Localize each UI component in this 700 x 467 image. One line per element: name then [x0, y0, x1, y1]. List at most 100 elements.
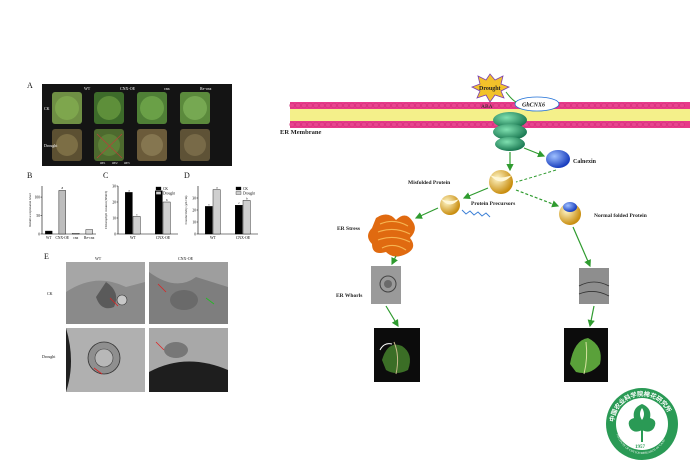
lipid-head [427, 121, 433, 128]
legend-label: CK [163, 187, 168, 191]
x-tick-label: CNX-OE [156, 236, 171, 240]
lipid-head [391, 121, 397, 128]
lipid-head [409, 102, 415, 109]
lipid-head [475, 102, 481, 109]
plant-label-oe3: OE3 [124, 161, 130, 165]
lipid-head [625, 102, 631, 109]
lipid-head [313, 121, 319, 128]
gene-oval [514, 96, 560, 112]
lipid-head [571, 102, 577, 109]
protein-precursor-cup [489, 170, 513, 194]
lipid-head [493, 102, 499, 109]
y-tick-label: 50 [36, 214, 40, 218]
lipid-head [601, 121, 607, 128]
lipid-head [649, 102, 655, 109]
institute-logo: 中国农业科学院棉花研究所 INSTITUTE OF COTTON RESEARC… [606, 388, 678, 460]
panel-c-letter: C [103, 171, 109, 180]
bar-wt [45, 230, 53, 235]
lipid-head [331, 121, 337, 128]
bar-drought-cnx-oe [242, 200, 251, 235]
row-label-ck: CK [44, 106, 50, 111]
lipid-head [673, 121, 679, 128]
bar-ck-wt [125, 192, 133, 235]
lipid-head [661, 102, 667, 109]
y-tick-label: 20 [112, 200, 116, 204]
logo-year: 1957 [635, 445, 646, 450]
lipid-head [583, 102, 589, 109]
bar-re-cnx [85, 229, 93, 235]
lipid-head [649, 121, 655, 128]
lipid-head [529, 121, 535, 128]
bar-ck-wt [205, 206, 213, 235]
bar-cnx [72, 233, 80, 235]
lipid-head [481, 102, 487, 109]
lipid-head [673, 102, 679, 109]
lipid-head [637, 102, 643, 109]
lipid-head [655, 102, 661, 109]
lipid-head [445, 102, 451, 109]
lipid-head [667, 121, 673, 128]
drought-to-gene-arrow [505, 91, 517, 103]
lipid-head [301, 121, 307, 128]
lipid-head [463, 121, 469, 128]
sig-letter: c [238, 201, 240, 205]
lipid-head [475, 121, 481, 128]
lipid-head [559, 102, 565, 109]
legend-label: Drought [243, 191, 255, 195]
sig-letter: c [208, 202, 210, 206]
lipid-head [583, 121, 589, 128]
plant-photo-grid: WT CNX-OE cnx Re-cnx CK Drought OE1 OE2 … [42, 84, 232, 166]
lipid-head [379, 102, 385, 109]
lipid-head [601, 102, 607, 109]
lipid-head [487, 102, 493, 109]
tem-col-cnx-oe: CNX-OE [178, 256, 194, 261]
lipid-head [313, 102, 319, 109]
tem-col-wt: WT [95, 256, 102, 261]
lipid-head [487, 121, 493, 128]
lipid-head [445, 121, 451, 128]
lipid-head [367, 102, 373, 109]
lipid-head [385, 121, 391, 128]
lipid-head [301, 102, 307, 109]
bar-chart-c: Chlorophyll content (SPAD)0102030acWTabC… [104, 184, 178, 240]
er-pathway-diagram: ER Membrane Drought ABA GhCNX6 Calnexin … [280, 73, 690, 382]
lipid-head [637, 121, 643, 128]
col-label-cnx: cnx [164, 86, 170, 91]
lipid-head [403, 121, 409, 128]
lipid-head [331, 102, 337, 109]
col-label-cnx-oe: CNX-OE [120, 86, 136, 91]
lipid-head [307, 121, 313, 128]
legend-swatch [235, 186, 242, 191]
bar-drought-wt [212, 189, 221, 235]
lipid-head [619, 102, 625, 109]
lipid-head [571, 121, 577, 128]
plant-photo-svg: WT CNX-OE cnx Re-cnx CK Drought OE1 OE2 … [42, 84, 232, 166]
er-stress-organelle [368, 214, 415, 257]
lipid-head [337, 102, 343, 109]
y-tick-label: 0 [38, 232, 40, 236]
sig-letter: b [166, 198, 168, 202]
lipid-head [289, 121, 295, 128]
lipid-head [355, 102, 361, 109]
normal-er-tem [578, 268, 610, 304]
y-tick-label: 10 [192, 220, 196, 224]
y-axis-label: Conductivity (μS/cm) [184, 196, 188, 225]
lipid-head [337, 121, 343, 128]
lipid-head [307, 102, 313, 109]
lipid-head [415, 102, 421, 109]
normal-label: Normal folded Protein [594, 213, 647, 219]
lipid-head [577, 121, 583, 128]
lipid-head [589, 102, 595, 109]
lipid-head [421, 121, 427, 128]
lipid-head [415, 121, 421, 128]
plant-label-oe1: OE1 [100, 161, 106, 165]
lipid-head [409, 121, 415, 128]
lipid-head [379, 121, 385, 128]
lipid-head [577, 102, 583, 109]
y-tick-label: 20 [192, 208, 196, 212]
x-tick-label: CNX-OE [55, 236, 69, 240]
lipid-head [469, 102, 475, 109]
lipid-head [469, 121, 475, 128]
sig-letter: b [246, 196, 248, 200]
lipid-head [643, 121, 649, 128]
